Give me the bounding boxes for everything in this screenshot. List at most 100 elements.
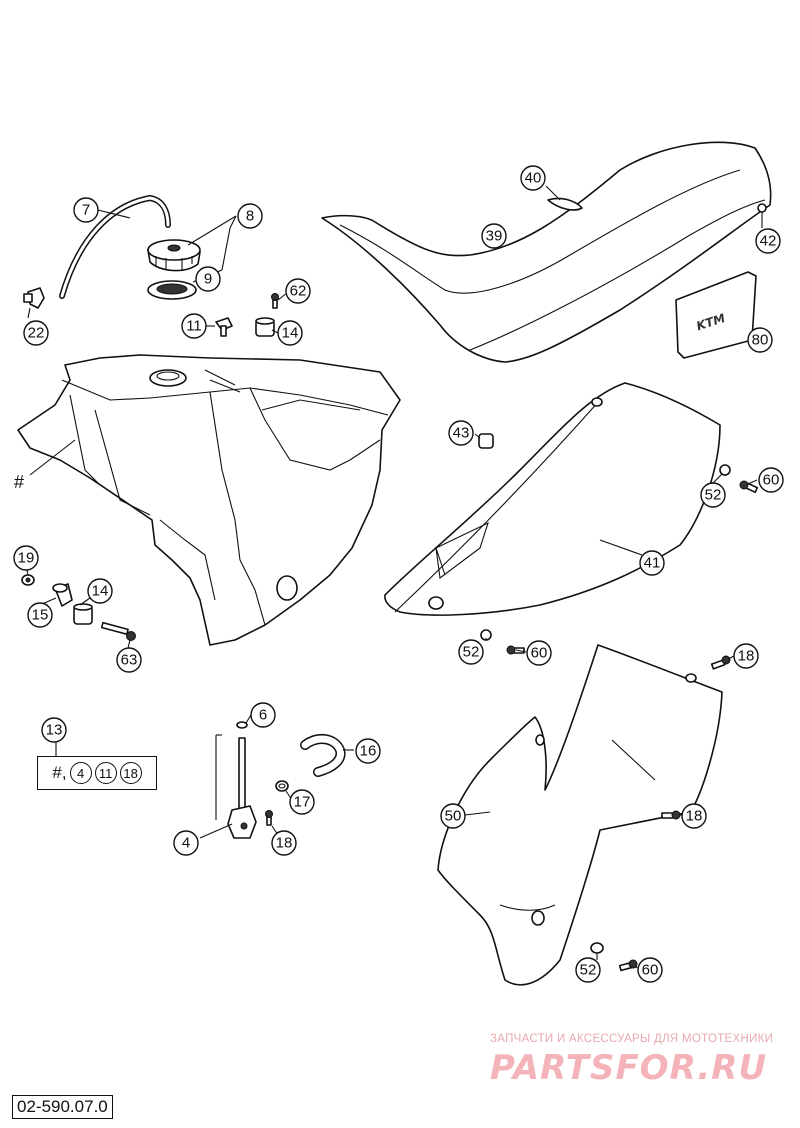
washer-52-a: [719, 464, 731, 476]
callout-label: 43: [453, 425, 470, 442]
callout-circle: [355, 738, 381, 764]
callout-label: 4: [182, 835, 190, 852]
ktm-decal: KTM: [675, 271, 757, 359]
bushing-15: [52, 583, 73, 607]
callout-14: 14: [87, 578, 113, 604]
callout-50: 50: [440, 803, 466, 829]
callout-circle: [526, 640, 552, 666]
callout-circle: [116, 647, 142, 673]
callout-60: 60: [526, 640, 552, 666]
fuel-cap: [147, 239, 201, 272]
hash-leader-line: [29, 439, 76, 476]
callout-circle: [13, 545, 39, 571]
side-panel-right: [384, 382, 721, 616]
callout-18: 18: [271, 830, 297, 856]
callout-4: 4: [173, 830, 199, 856]
callout-60: 60: [637, 957, 663, 983]
screw-18-b: [661, 810, 681, 820]
callout-43: 43: [448, 420, 474, 446]
callout-circle: [250, 702, 276, 728]
callout-40: 40: [520, 165, 546, 191]
screw-63: [100, 621, 136, 641]
callout-label: 18: [276, 835, 293, 852]
callout-circle: [27, 602, 53, 628]
callout-label: 40: [525, 170, 542, 187]
callout-7: 7: [73, 197, 99, 223]
watermark-brand: PARTSFOR.RU: [490, 1048, 768, 1088]
rubber-bushing-14-left: [73, 603, 93, 625]
callout-circle: [700, 482, 726, 508]
kit-prefix: #,: [52, 763, 67, 782]
callout-label: 14: [282, 325, 299, 342]
callout-circle: [41, 717, 67, 743]
callout-circle: [481, 223, 507, 249]
callout-11: 11: [181, 313, 207, 339]
callout-52: 52: [575, 957, 601, 983]
screw-18-tap: [265, 810, 273, 826]
callout-label: 52: [463, 644, 480, 661]
screw-62: [271, 293, 279, 309]
callout-14: 14: [277, 320, 303, 346]
callout-circle: [440, 803, 466, 829]
callout-22: 22: [23, 320, 49, 346]
callout-label: 60: [531, 645, 548, 662]
callout-circle: [755, 228, 781, 254]
callout-label: 60: [763, 472, 780, 489]
callout-9: 9: [195, 266, 221, 292]
callout-circle: [285, 278, 311, 304]
callout-label: 17: [294, 794, 311, 811]
callout-62: 62: [285, 278, 311, 304]
callout-label: 18: [738, 648, 755, 665]
callout-circle: [277, 320, 303, 346]
callout-18: 18: [733, 643, 759, 669]
screw-60-a: [739, 480, 759, 494]
kit-item-circle: 4: [69, 762, 92, 784]
callout-label: 16: [360, 743, 377, 760]
callout-circle: [73, 197, 99, 223]
callout-circle: [448, 420, 474, 446]
hose-clamp-17: [275, 780, 289, 792]
screw-18-a: [710, 655, 731, 670]
washer-19: [21, 574, 35, 586]
callout-label: 11: [186, 318, 202, 335]
callout-18: 18: [681, 803, 707, 829]
callout-label: 9: [204, 271, 212, 288]
callout-39: 39: [481, 223, 507, 249]
callout-circle: [637, 957, 663, 983]
callout-label: 13: [46, 722, 63, 739]
callout-label: 60: [642, 962, 659, 979]
callout-label: 42: [760, 233, 777, 250]
callout-circle: [733, 643, 759, 669]
callout-label: 6: [259, 707, 267, 724]
callout-52: 52: [700, 482, 726, 508]
callout-label: 50: [445, 808, 462, 825]
callout-label: 62: [290, 283, 307, 300]
fuel-tap: [227, 721, 257, 839]
callout-circle: [747, 327, 773, 353]
callout-label: 15: [32, 607, 49, 624]
callout-circle: [271, 830, 297, 856]
callout-circle: [23, 320, 49, 346]
fuel-cap-seal: [147, 280, 197, 300]
callout-52: 52: [458, 639, 484, 665]
callout-label: 19: [18, 550, 35, 567]
callout-label: 7: [82, 202, 90, 219]
watermark-subtitle: ЗАПЧАСТИ И АКСЕССУАРЫ ДЛЯ МОТОТЕХНИКИ: [490, 1033, 774, 1045]
callout-16: 16: [355, 738, 381, 764]
callout-13: 13: [41, 717, 67, 743]
callout-circle: [458, 639, 484, 665]
rubber-bushing-14-top: [255, 317, 275, 337]
screw-60-b: [506, 645, 525, 655]
callout-label: 22: [28, 325, 45, 342]
callout-label: 52: [580, 962, 597, 979]
grommet-43: [478, 433, 494, 449]
callout-label: 52: [705, 487, 722, 504]
fuel-tank: [17, 354, 401, 646]
callout-circle: [681, 803, 707, 829]
callout-circle: [575, 957, 601, 983]
callout-42: 42: [755, 228, 781, 254]
callout-label: 80: [752, 332, 769, 349]
callout-circle: [639, 550, 665, 576]
